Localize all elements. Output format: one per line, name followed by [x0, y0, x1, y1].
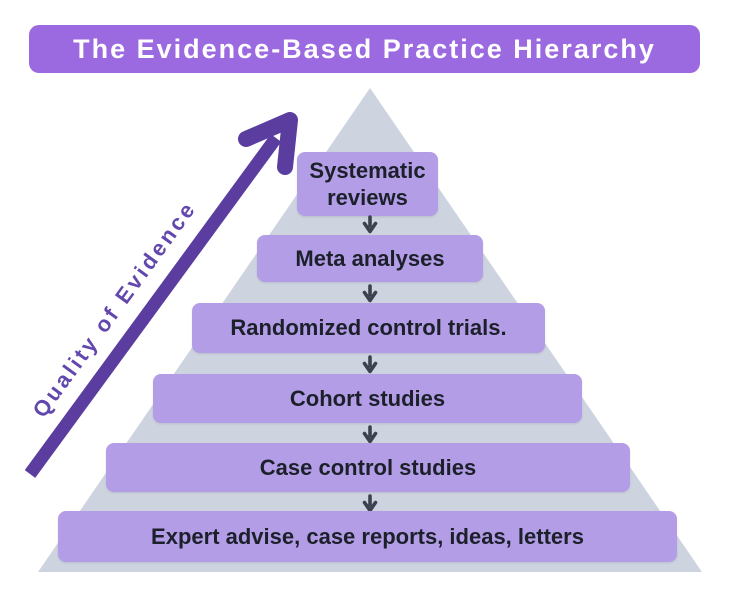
pyramid-level-meta-analyses: Meta analyses — [257, 235, 483, 282]
title-banner: The Evidence-Based Practice Hierarchy — [29, 25, 700, 73]
pyramid-level-systematic-reviews: Systematic reviews — [297, 152, 438, 216]
down-arrow-icon — [362, 494, 378, 513]
pyramid-level-randomized-control-trials: Randomized control trials. — [192, 303, 545, 353]
pyramid-level-cohort-studies: Cohort studies — [153, 374, 582, 423]
down-arrow-icon — [362, 215, 378, 234]
pyramid-level-case-control-studies: Case control studies — [106, 443, 630, 492]
pyramid-level-expert-advise: Expert advise, case reports, ideas, lett… — [58, 511, 677, 562]
down-arrow-icon — [362, 284, 378, 303]
down-arrow-icon — [362, 425, 378, 444]
page-title: The Evidence-Based Practice Hierarchy — [73, 33, 656, 64]
down-arrow-icon — [362, 355, 378, 374]
